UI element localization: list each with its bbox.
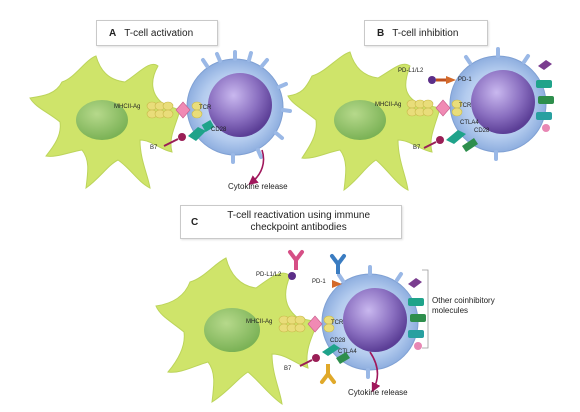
label-c-mhc: MHCII-Ag [246,319,273,325]
label-b-pdl: PD-L1/L2 [398,68,424,74]
anti-ctla4-antibody [320,364,336,384]
b7-ligand-a [178,133,186,141]
mhc-tcr-complex-b [406,99,463,117]
ctla4-receptor-c [336,352,350,364]
panel-c [155,250,429,406]
label-c-other-line1: Other coinhibitory [432,296,495,305]
t-cell-nucleus-c [343,288,407,352]
label-a-cd28: CD28 [211,127,227,133]
label-b-ctla4: CTLA4 [460,120,479,126]
panel-c-title-box: C T-cell reactivation using immune check… [180,205,402,239]
cd28-receptor-b [462,138,478,152]
label-c-ctla4: CTLA4 [338,349,357,355]
t-cell-b [449,47,547,161]
panel-a-title-box: A T-cell activation [96,20,218,46]
label-a-tcr: TCR [199,105,212,111]
t-cell-a [186,50,292,164]
panel-c-title-line1: T-cell reactivation using immune [227,210,371,221]
label-a-mhc: MHCII-Ag [114,104,141,110]
tcr-diamond-b [435,99,451,117]
t-cell-nucleus-a [208,73,272,137]
dendritic-nucleus-c [204,308,260,352]
other-molecules-bracket [422,269,429,349]
pd1-pdl-b [428,76,456,84]
panel-c-title: T-cell reactivation using immune checkpo… [206,210,401,234]
tcr-diamond-a [175,101,191,119]
anti-pdl-antibody [288,250,304,280]
dendritic-nucleus-a [76,100,128,140]
pdl-ligand-b [428,76,436,84]
panel-b-title: T-cell inhibition [392,27,459,39]
cd28-b7-a [163,120,215,147]
label-a-b7: B7 [150,145,158,151]
label-c-pd1: PD-1 [312,279,326,285]
panel-a-title: T-cell activation [124,27,194,39]
label-c-cytokine: Cytokine release [348,388,408,397]
pdl-ligand-c [288,272,296,280]
label-b-pd1: PD-1 [458,77,472,83]
label-c-other-line2: molecules [432,306,469,315]
tcr-diamond-c [307,315,323,333]
label-c-cd28: CD28 [330,338,346,344]
panel-a [29,50,292,190]
dendritic-cell-a [29,55,181,190]
cd28-receptor-a [188,127,206,141]
coinhibitory-receptors-b [536,60,554,132]
anti-pd1-antibody [330,254,346,288]
cytokine-arrow-a [248,149,265,186]
panel-a-letter: A [109,27,117,39]
cytokine-arrow-c [369,351,381,393]
dendritic-cell-c [155,257,319,406]
panel-b [287,47,554,192]
label-c-tcr: TCR [331,320,344,326]
t-cell-c [321,265,419,379]
label-b-tcr: TCR [459,103,472,109]
b7-ligand-b [436,136,444,144]
panel-b-title-box: B T-cell inhibition [364,20,488,46]
label-b-b7: B7 [413,145,421,151]
label-c-b7: B7 [284,366,292,372]
label-b-cd28: CD28 [474,128,490,134]
t-cell-nucleus-b [471,70,535,134]
cd28-receptor-c [322,344,340,356]
b7-ligand-c [312,354,320,362]
ctla4-receptor-b [446,130,466,144]
panel-b-letter: B [377,27,385,39]
pd1-receptor-b [446,76,456,84]
dendritic-cell-b [287,51,441,192]
cd28-b7-c [299,344,350,367]
mhc-tcr-complex-a [146,101,203,119]
ctla4-b7-b [423,130,478,152]
panel-c-letter: C [191,216,199,228]
pd1-receptor-c [332,280,342,288]
panel-c-title-line2: checkpoint antibodies [250,222,347,233]
label-a-cytokine: Cytokine release [228,182,288,191]
label-c-pdl: PD-L1/L2 [256,272,282,278]
coinhibitory-receptors-c [408,278,426,350]
label-b-mhc: MHCII-Ag [375,102,402,108]
mhc-tcr-complex-c [278,315,335,333]
dendritic-nucleus-b [334,100,386,140]
